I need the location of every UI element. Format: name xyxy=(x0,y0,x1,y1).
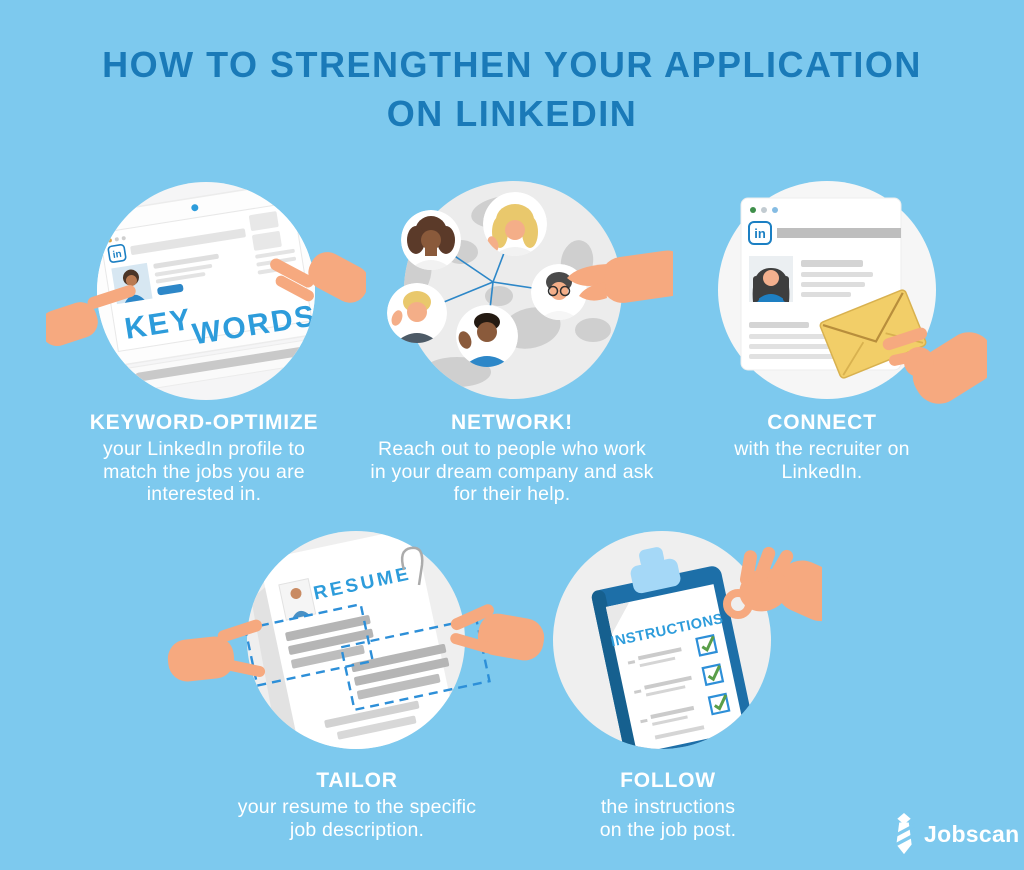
network-illustration xyxy=(387,181,673,399)
envelope-icon xyxy=(819,289,927,379)
step-heading: CONNECT xyxy=(767,411,877,434)
title-line-2: ON LINKEDIN xyxy=(386,93,638,134)
title-line-1: HOW TO STRENGTHEN YOUR APPLICATION xyxy=(102,44,922,85)
step-body-line: in your dream company and ask xyxy=(370,460,654,483)
jobscan-logo: Jobscan xyxy=(893,812,1019,856)
step-body-line: with the recruiter on xyxy=(734,438,910,460)
step-body-line: on the job post. xyxy=(599,818,737,841)
step-heading: KEYWORD-OPTIMIZE xyxy=(89,411,319,434)
ok-gesture-hand-icon xyxy=(723,546,822,622)
keyword-optimize-illustration: in KEY WORDS xyxy=(46,182,366,400)
checklist xyxy=(627,647,705,740)
step-body-line: the instructions xyxy=(600,796,736,818)
pointing-hand-right-icon xyxy=(270,252,366,303)
step-body-line: interested in. xyxy=(146,483,262,505)
tailor-illustration: RESUME xyxy=(167,531,545,749)
step-body-line: LinkedIn. xyxy=(781,460,863,483)
step-body-line: for their help. xyxy=(453,483,571,505)
linkedin-logo-icon xyxy=(107,244,127,263)
avatar-woman-curly-hair xyxy=(401,210,461,270)
checkbox-checked-icon xyxy=(695,633,731,716)
step-heading: FOLLOW xyxy=(620,769,716,792)
step-heading: TAILOR xyxy=(316,769,398,792)
linkedin-logo-icon xyxy=(748,221,772,245)
step-caption-follow: FOLLOW the instructions on the job post. xyxy=(498,769,838,841)
step-body-line: match the jobs you are xyxy=(103,460,305,483)
connect-illustration: in xyxy=(718,181,987,404)
laptop: in KEY WORDS xyxy=(97,182,315,394)
infographic-title: HOW TO STRENGTHEN YOUR APPLICATION ON LI… xyxy=(0,40,1024,138)
pinch-hand-left-icon xyxy=(167,619,266,682)
step-caption-tailor: TAILOR your resume to the specific job d… xyxy=(187,769,527,841)
avatar-man-blue-shirt xyxy=(456,305,518,367)
follow-illustration: INSTRUCTIONS xyxy=(553,531,822,749)
jobscan-logo-text: Jobscan xyxy=(924,820,1020,847)
linkedin-logo-text: in xyxy=(754,226,766,241)
webcam-dot-icon xyxy=(191,204,199,212)
step-heading: NETWORK! xyxy=(451,411,573,434)
step-body-line: job description. xyxy=(289,818,425,841)
envelope-hand-icon xyxy=(882,327,987,404)
clipboard: INSTRUCTIONS xyxy=(591,547,754,749)
avatar-man-blond xyxy=(387,283,447,343)
reaching-hand-icon xyxy=(567,250,673,303)
resume-document: RESUME xyxy=(251,531,459,749)
pointing-hand-left-icon xyxy=(46,285,136,346)
tie-icon xyxy=(893,812,915,855)
paperclip-icon xyxy=(400,546,424,586)
linkedin-logo-text: in xyxy=(112,249,123,261)
step-body-line: your resume to the specific xyxy=(237,796,477,818)
step-caption-connect: CONNECT with the recruiter on LinkedIn. xyxy=(652,411,992,483)
step-caption-keyword-optimize: KEYWORD-OPTIMIZE your LinkedIn profile t… xyxy=(34,411,374,506)
step-body-line: Reach out to people who work xyxy=(378,438,646,460)
step-body-line: your LinkedIn profile to xyxy=(102,438,306,460)
step-caption-network: NETWORK! Reach out to people who work in… xyxy=(342,411,682,506)
avatar-woman-blonde xyxy=(483,192,547,256)
pinch-hand-right-icon xyxy=(450,604,545,661)
